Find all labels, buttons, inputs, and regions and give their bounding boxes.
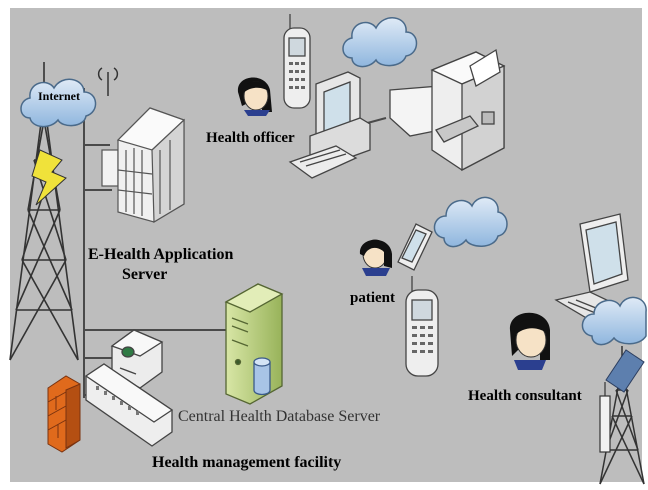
network-switch-icon: [84, 363, 174, 447]
firewall-icon: [47, 375, 81, 453]
health-consultant-avatar: [509, 312, 550, 370]
cloud-icon: [433, 196, 508, 248]
desktop-computer-icon: [288, 71, 371, 179]
ehealth-server-label-line2: Server: [122, 266, 168, 283]
health-consultant-label: Health consultant: [468, 388, 582, 404]
central-database-server-icon: [224, 283, 284, 405]
health-officer-label: Health officer: [206, 130, 295, 146]
ehealth-server-rack-icon: [101, 107, 186, 224]
antenna-icon: [97, 67, 119, 96]
health-officer-avatar: [237, 77, 272, 116]
antenna-icon: [599, 382, 611, 453]
central-db-label: Central Health Database Server: [178, 408, 381, 425]
lightning-bolt-icon: [31, 149, 67, 206]
pda-device-icon: [397, 223, 433, 271]
solar-panel-icon: [605, 349, 645, 393]
internet-cloud-icon: [20, 78, 97, 128]
management-facility-label: Health management facility: [152, 454, 342, 471]
router-icon: [110, 329, 164, 389]
ehealth-server-label-line1: E-Health Application: [88, 246, 234, 263]
mobile-phone-icon: [405, 276, 439, 377]
patient-label: patient: [350, 290, 395, 306]
mobile-phone-icon: [283, 14, 311, 109]
network-links: [83, 88, 387, 398]
printer-icon: [389, 48, 506, 172]
cloud-icon: [581, 296, 647, 346]
internet-label: Internet: [38, 89, 80, 103]
cloud-icon: [342, 17, 418, 68]
patient-avatar: [359, 239, 392, 276]
